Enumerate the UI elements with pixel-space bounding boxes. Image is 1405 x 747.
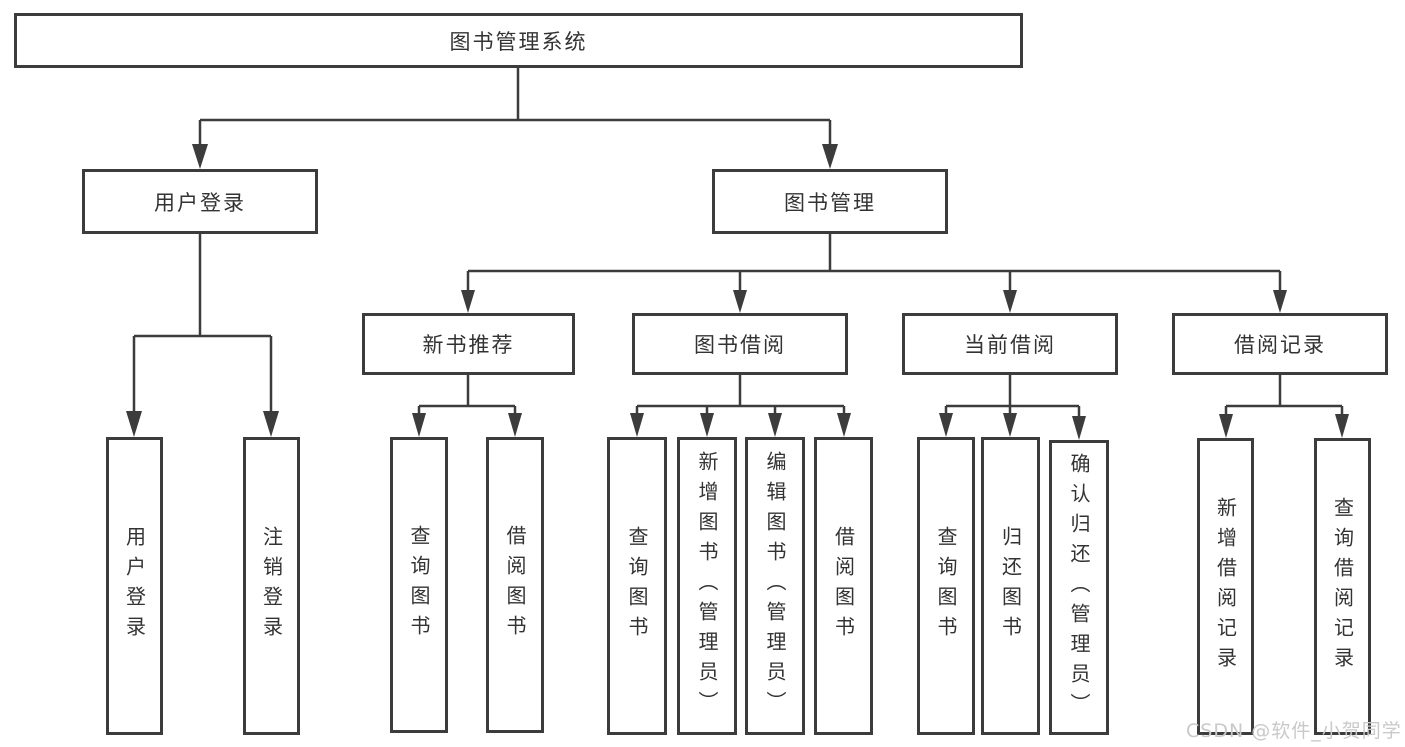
leaf-cb-return-book: 归还图书: [981, 437, 1040, 735]
connector-user-login-to-leaves: [126, 234, 279, 437]
leaf-logout-label: 注销登录: [259, 526, 284, 646]
leaf-bb-borrow-book: 借阅图书: [814, 437, 873, 735]
leaf-bb-add-book: 新增图书（管理员）: [677, 437, 737, 735]
connector-root-to-level2: [192, 68, 838, 169]
leaf-br-add-record-label: 新增借阅记录: [1213, 496, 1238, 677]
leaf-nb-borrow-book-label: 借阅图书: [503, 525, 527, 645]
leaf-cb-confirm-return-label: 确认归还（管理员）: [1067, 452, 1091, 723]
connector-current-borrow-to-leaves: [939, 375, 1086, 440]
connector-new-book-to-leaves: [412, 375, 522, 437]
node-new-book-recommend: 新书推荐: [362, 313, 575, 375]
leaf-cb-confirm-return: 确认归还（管理员）: [1049, 440, 1109, 735]
node-user-login: 用户登录: [82, 169, 318, 234]
leaf-bb-add-book-label: 新增图书（管理员）: [695, 451, 719, 721]
leaf-cb-query-book-label: 查询图书: [934, 526, 958, 646]
node-current-borrow-label: 当前借阅: [964, 333, 1056, 357]
leaf-bb-edit-book: 编辑图书（管理员）: [745, 437, 805, 735]
leaf-bb-edit-book-label: 编辑图书（管理员）: [763, 451, 787, 721]
leaf-cb-query-book: 查询图书: [917, 437, 975, 735]
node-new-book-recommend-label: 新书推荐: [422, 333, 515, 357]
node-borrow-record: 借阅记录: [1172, 313, 1388, 375]
leaf-bb-borrow-book-label: 借阅图书: [831, 526, 856, 646]
node-borrow-record-label: 借阅记录: [1234, 333, 1326, 357]
leaf-bb-query-book-label: 查询图书: [625, 526, 649, 646]
leaf-br-add-record: 新增借阅记录: [1197, 438, 1254, 735]
leaf-user-login-label: 用户登录: [122, 526, 147, 646]
connector-book-borrow-to-leaves: [630, 375, 851, 437]
node-book-borrow: 图书借阅: [632, 313, 848, 375]
leaf-logout: 注销登录: [243, 437, 300, 735]
leaf-nb-query-book-label: 查询图书: [407, 525, 431, 645]
node-user-login-label: 用户登录: [154, 190, 246, 215]
leaf-bb-query-book: 查询图书: [607, 437, 667, 735]
node-root-label: 图书管理系统: [449, 29, 588, 54]
node-current-borrow: 当前借阅: [902, 313, 1118, 375]
node-book-management-label: 图书管理: [784, 190, 876, 215]
node-book-management: 图书管理: [712, 169, 948, 234]
node-book-borrow-label: 图书借阅: [694, 333, 786, 357]
leaf-cb-return-book-label: 归还图书: [998, 526, 1023, 646]
node-root: 图书管理系统: [14, 13, 1023, 68]
leaf-user-login: 用户登录: [106, 437, 163, 735]
csdn-watermark: CSDN @软件_小贺同学: [1186, 720, 1402, 742]
leaf-br-query-record: 查询借阅记录: [1314, 438, 1371, 735]
connector-book-management-to-level3: [461, 234, 1287, 313]
connector-borrow-record-to-leaves: [1219, 375, 1349, 438]
leaf-nb-query-book: 查询图书: [390, 437, 448, 733]
leaf-br-query-record-label: 查询借阅记录: [1330, 496, 1355, 677]
leaf-nb-borrow-book: 借阅图书: [486, 437, 544, 733]
